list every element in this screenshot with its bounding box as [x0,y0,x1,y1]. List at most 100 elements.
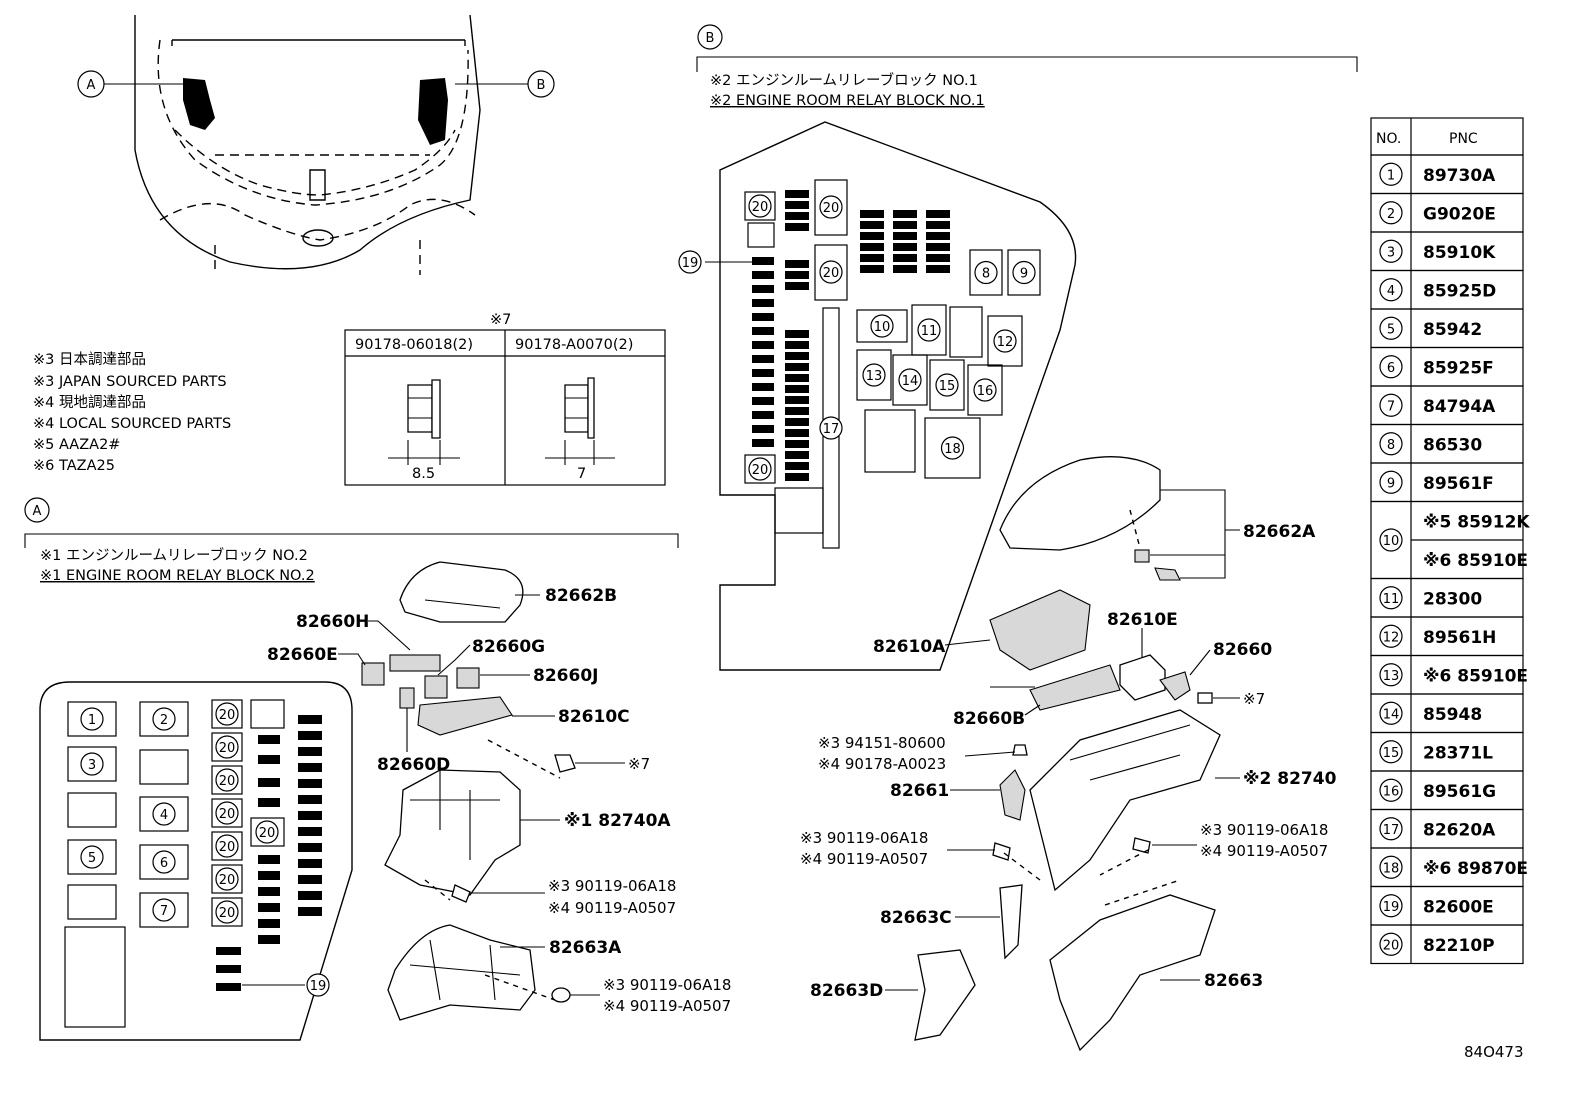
lower-case-82663A [387,924,536,1021]
pnc-row-number: 16 [1379,778,1403,802]
fuse-slot [258,935,280,944]
fuse-slot [926,254,950,262]
label-a-bolt2-local: ※4 90119-A0507 [603,997,731,1015]
fuse-slot [785,352,809,360]
panel-b-relay-20: 20 [819,260,843,284]
fuse-slot [785,282,809,290]
panel-a-relay-20: 20 [215,900,239,924]
label-82660D: 82660D [377,755,450,775]
fuse-slot [752,425,774,433]
fuse-slot [926,210,950,218]
svg-text:20: 20 [219,873,236,888]
svg-text:11: 11 [1383,592,1400,607]
panel-a-slot-3: 3 [80,752,104,776]
fuse-slot [258,735,280,744]
pnc-row-number: 15 [1379,740,1403,764]
fuse-slot [785,451,809,459]
fuse-slot [893,254,917,262]
panel-b-slot-18: 18 [940,436,965,460]
pnc-code: 85925F [1423,359,1494,379]
bolt-icon [1132,837,1151,854]
fuse-slot [785,363,809,371]
clip-icon [1154,567,1181,581]
pnc-code: ※6 85910E [1423,551,1528,571]
svg-text:13: 13 [1383,669,1400,684]
label-82660E: 82660E [267,645,338,665]
panel-b-slot-12: 12 [993,329,1017,353]
fuse-slot [785,374,809,382]
svg-text:2: 2 [160,713,168,728]
svg-text:20: 20 [219,906,236,921]
fuse-slot [298,795,322,804]
fuse-slot [785,473,809,481]
pnc-table-row: 10※5 85912K※6 85910E [1370,500,1530,580]
pnc-header-no: NO. [1376,131,1401,147]
panel-b-slot-9: 9 [1012,260,1036,285]
pnc-code: 89561F [1423,474,1494,494]
section-a-title-en: ※1 ENGINE ROOM RELAY BLOCK NO.2 [40,568,315,584]
flange-nut-icon [388,379,460,465]
callout-a-circle [77,70,105,98]
nut-part-1: 90178-06018(2) [355,337,473,353]
panel-a-slot-6: 6 [152,850,176,874]
label-82663D: 82663D [810,981,883,1001]
svg-text:20: 20 [823,201,840,216]
callout-b-label: B [537,78,546,93]
bolt-icon [451,884,471,903]
pnc-table-row: 18※6 89870E [1370,847,1528,888]
fuse-slot [785,429,809,437]
note-1: ※3 日本調達部品 [33,351,146,368]
fuse-slot [258,871,280,880]
pnc-row-number: 12 [1379,624,1403,648]
label-b-boltR-jp: ※3 90119-06A18 [1200,821,1328,839]
panel-a-relay-20: 20 [215,867,239,891]
label-b-screw-local: ※4 90178-A0023 [818,755,946,773]
pnc-code: 89561G [1423,782,1496,802]
note-3: ※4 現地調達部品 [33,394,146,411]
svg-text:16: 16 [1383,784,1400,799]
label-82662B: 82662B [545,586,617,606]
fuse-slot [298,811,322,820]
pnc-row-number: 20 [1379,932,1403,956]
svg-text:7: 7 [160,904,168,919]
note-6: ※6 TAZA25 [33,458,115,474]
label-a-bolt2-jp: ※3 90119-06A18 [603,976,731,994]
label-82662A: 82662A [1243,522,1316,542]
bracket-82663D [914,949,976,1041]
label-82661: 82661 [890,781,949,801]
fuse-slot [752,285,774,293]
svg-text:20: 20 [752,200,769,215]
panel-b-slot-15: 15 [935,373,959,397]
pnc-code: ※6 89870E [1423,859,1528,879]
svg-text:3: 3 [1387,245,1395,260]
panel-a-relay-20: 20 [215,702,239,726]
fuse-slot [298,907,322,916]
pnc-code: 82600E [1423,898,1494,918]
label-82740: ※2 82740 [1243,769,1337,789]
fuse-slot [785,418,809,426]
label-b-boltL-local: ※4 90119-A0507 [800,850,928,868]
svg-text:19: 19 [1383,900,1400,915]
pnc-code: 85910K [1423,243,1496,263]
panel-a-relay-20: 20 [215,768,239,792]
panel-b-slot-10: 10 [870,314,894,338]
box-82740A [384,769,521,896]
label-b-boltR-local: ※4 90119-A0507 [1200,842,1328,860]
fuse-slot [893,221,917,229]
fuse-slot [298,763,322,772]
pnc-row-number: 14 [1379,701,1403,725]
svg-text:20: 20 [219,708,236,723]
panel-a-relay-20: 20 [215,834,239,858]
pnc-row-number: 6 [1379,355,1403,379]
fuse-slot [752,257,774,265]
svg-text:20: 20 [752,463,769,478]
svg-text:17: 17 [1383,823,1400,838]
